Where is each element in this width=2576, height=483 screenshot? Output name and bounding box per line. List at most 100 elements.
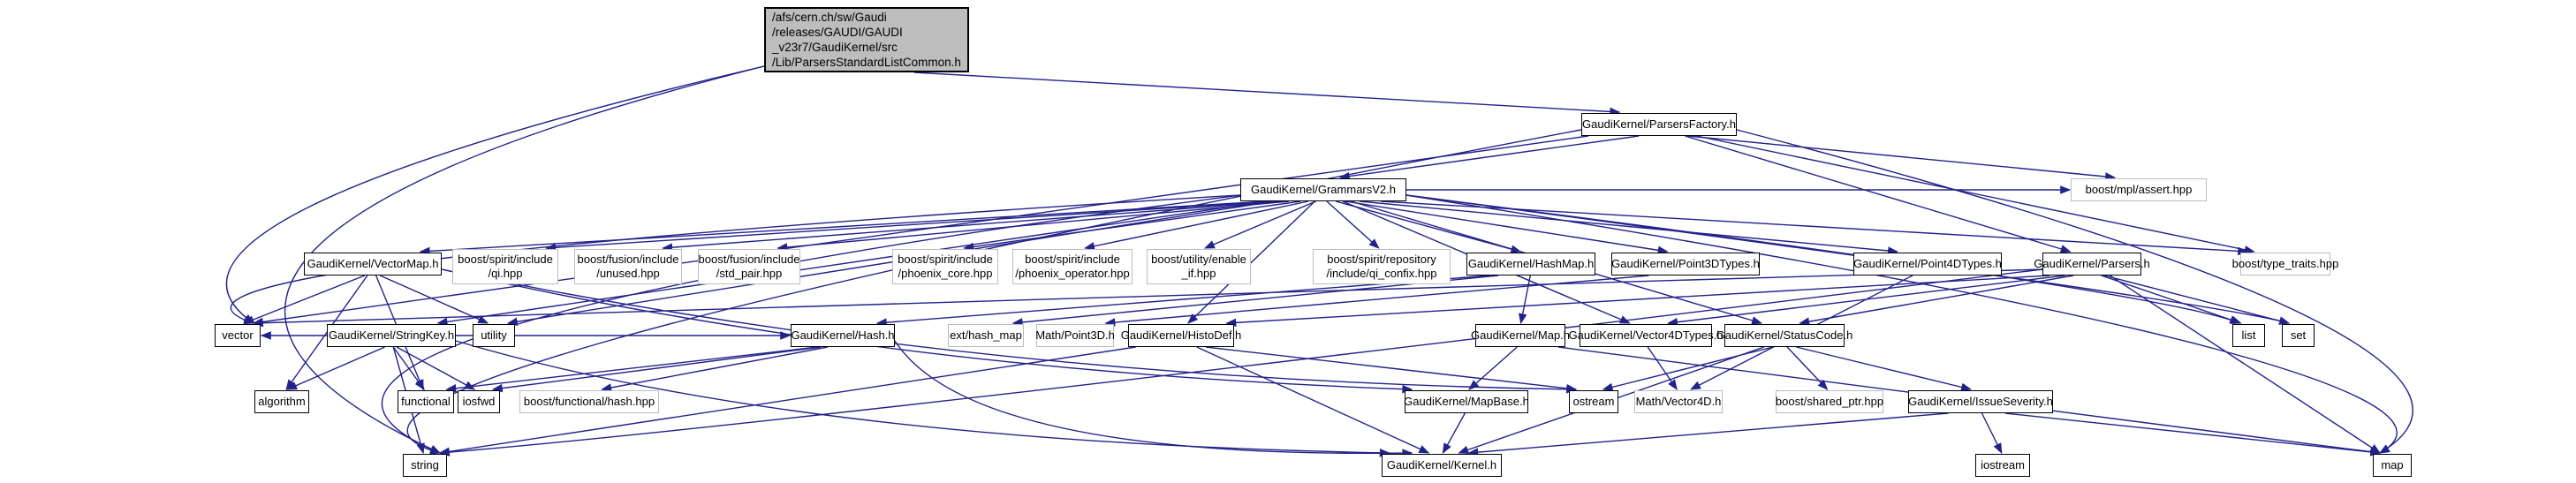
edge-parsers-string [438,268,2043,457]
edge-parsersfactory-mpl_assert [1687,135,2117,181]
node-label: _v23r7/GaudiKernel/src [772,41,898,54]
node-label: algorithm [258,395,306,408]
node-string: string [403,454,447,477]
node-label: GaudiKernel/Point4DTypes.h [1853,257,2002,270]
edge-parsersfactory-parsers [1685,135,2072,253]
node-ext_hash_map: ext/hash_map [948,324,1024,347]
edge-stringkey-functional [392,346,425,390]
node-hash_h[interactable]: GaudiKernel/Hash.h [791,324,895,347]
node-issueseverity[interactable]: GaudiKernel/IssueSeverity.h [1908,390,2053,413]
edge-hashmap-map_h [1518,275,1531,325]
node-hashmap[interactable]: GaudiKernel/HashMap.h [1466,253,1595,275]
edge-grammarsv2-stringkey [436,200,1268,327]
node-title: /afs/cern.ch/sw/Gaudi/releases/GAUDI/GAU… [764,7,969,72]
node-shared_ptr: boost/shared_ptr.hpp [1776,390,1883,413]
node-grammarsv2[interactable]: GaudiKernel/GrammarsV2.h [1240,178,1406,201]
node-label: GaudiKernel/Hash.h [791,328,895,342]
edge-parsers-set [2103,275,2291,325]
node-vector: vector [215,324,261,347]
node-label: boost/shared_ptr.hpp [1775,395,1884,408]
edge-parsers-list [2101,275,2242,325]
edge-hash_h-iosfwd [491,346,822,393]
edge-issueseverity-kernel [1467,412,1949,457]
edge-grammarsv2-point3dtypes [1345,200,1669,255]
edge-vectormap-ostream [441,268,1578,394]
node-label: GaudiKernel/Parsers.h [2034,257,2150,270]
node-point3dtypes[interactable]: GaudiKernel/Point3DTypes.h [1611,253,1760,275]
node-label: /qi.hpp [488,267,523,280]
node-label: /include/qi_confix.hpp [1326,267,1437,280]
node-label: /phoenix_operator.hpp [1015,267,1130,280]
node-stringkey[interactable]: GaudiKernel/StringKey.h [327,324,456,347]
node-statuscode[interactable]: GaudiKernel/StatusCode.h [1716,324,1852,347]
node-kernel[interactable]: GaudiKernel/Kernel.h [1382,454,1502,477]
node-label: ostream [1572,395,1615,408]
node-utility: utility [473,324,515,347]
edge-issueseverity-iostream [1981,412,2003,455]
node-label: GaudiKernel/Kernel.h [1386,458,1497,472]
node-label: GaudiKernel/StringKey.h [328,328,455,342]
node-parsers[interactable]: GaudiKernel/Parsers.h [2034,253,2150,275]
node-label: GaudiKernel/Point3DTypes.h [1611,257,1760,270]
node-mapbase[interactable]: GaudiKernel/MapBase.h [1404,390,1529,413]
edge-grammarsv2-qi_confix [1326,200,1380,249]
edge-hash_h-kernel [894,340,1413,457]
edge-histodef-kernel [1196,346,1430,454]
node-label: vector [222,328,254,342]
node-label: GaudiKernel/ParsersFactory.h [1582,117,1736,131]
edge-mapbase-kernel [1442,412,1466,455]
edge-vectormap-utility [379,275,489,324]
node-label: /Lib/ParsersStandardListCommon.h [772,56,961,69]
node-phoenix_core: boost/spirit/include/phoenix_core.hpp [892,249,998,284]
node-parsersfactory[interactable]: GaudiKernel/ParsersFactory.h [1581,113,1737,136]
node-enable_if: boost/utility/enable_if.hpp [1147,249,1251,284]
node-label: functional [401,395,451,408]
node-label: boost/utility/enable [1151,253,1246,266]
edge-vectormap-mapbase [441,268,1413,394]
node-fusion_std_pair: boost/fusion/include/std_pair.hpp [698,249,800,284]
node-label: /afs/cern.ch/sw/Gaudi [772,11,887,24]
node-vectormap[interactable]: GaudiKernel/VectorMap.h [304,253,442,275]
node-label: GaudiKernel/HistoDef.h [1120,328,1242,342]
edge-grammarsv2-phoenix_operator [1084,200,1309,251]
node-map_h[interactable]: GaudiKernel/Map.h [1471,324,1570,347]
node-label: GaudiKernel/Vector4DTypes.h [1568,328,1724,342]
edge-parsersfactory-string [406,129,1582,455]
node-label: boost/spirit/include [458,253,553,266]
node-vector4dtypes[interactable]: GaudiKernel/Vector4DTypes.h [1569,324,1723,347]
edge-grammarsv2-fusion_std_pair [777,200,1290,252]
node-label: Math/Point3D.h [1035,328,1115,342]
edge-parsersfactory-grammarsv2 [1338,135,1640,181]
node-qi_confix: boost/spirit/repository/include/qi_confi… [1313,249,1451,284]
edge-vectormap-algorithm [285,275,368,390]
node-label: /phoenix_core.hpp [898,267,993,280]
node-histodef[interactable]: GaudiKernel/HistoDef.h [1121,324,1241,347]
edge-parsers-histodef [1225,275,2050,328]
node-label: boost/spirit/repository [1327,253,1436,266]
edge-parsers-statuscode [1799,275,2074,326]
node-label: boost/spirit/include [1025,253,1120,266]
node-label: utility [481,328,507,342]
node-set: set [2282,324,2315,347]
edge-title-parsersfactory [913,72,1621,117]
node-label: ext/hash_map [950,328,1022,342]
node-label: boost/type_traits.hpp [2231,257,2339,270]
edge-point3dtypes-math_point3d [1104,275,1649,327]
node-label: /releases/GAUDI/GAUDI [772,26,903,39]
node-label: Math/Vector4D.h [1635,395,1722,408]
edge-statuscode-shared_ptr [1786,346,1829,390]
node-functional: functional [398,390,454,413]
edge-grammarsv2-set [1405,194,2291,325]
node-label: boost/mpl/assert.hpp [2085,183,2193,196]
edge-parsers-vector4dtypes [1667,275,2065,327]
edge-grammarsv2-phoenix_core [963,200,1301,252]
node-point4dtypes[interactable]: GaudiKernel/Point4DTypes.h [1853,253,2002,275]
edge-histodef-string [438,346,1136,457]
node-iostream: iostream [1975,454,2030,477]
edge-parsersfactory-type_traits [1696,135,2255,254]
node-label: _if.hpp [1181,267,1216,280]
node-ostream: ostream [1569,390,1618,413]
edge-parsers-map [2110,275,2382,454]
edge-title-vector [225,65,765,324]
